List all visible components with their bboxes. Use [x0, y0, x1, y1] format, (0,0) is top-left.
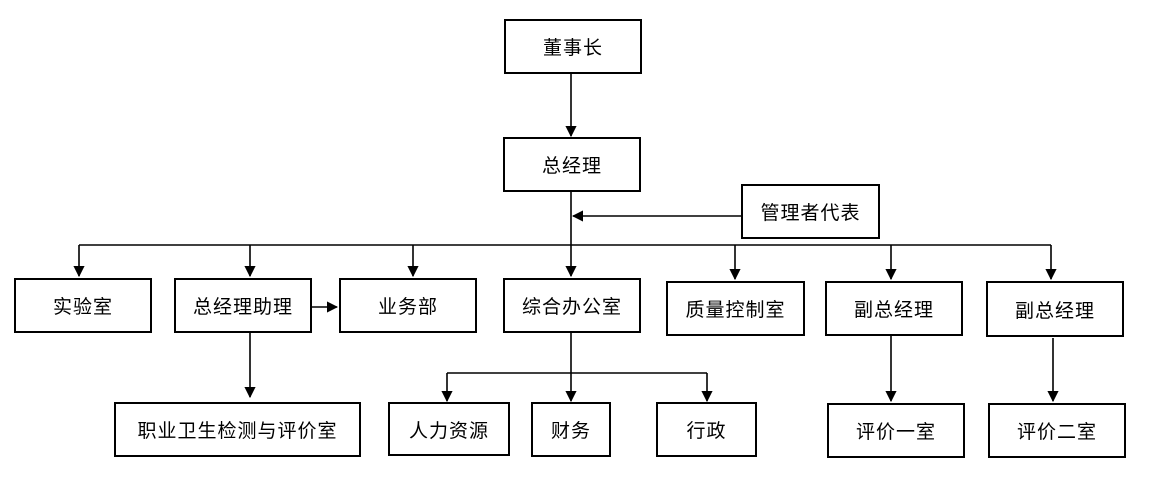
node-evaluation-2: 评价二室 [988, 403, 1126, 458]
node-chairman-label: 董事长 [542, 37, 603, 59]
node-administration-label: 行政 [686, 420, 727, 442]
node-evaluation-1-label: 评价一室 [855, 421, 936, 443]
node-finance-label: 财务 [550, 420, 591, 442]
node-business-dept-label: 业务部 [377, 296, 438, 318]
node-evaluation-2-label: 评价二室 [1016, 421, 1097, 443]
node-general-manager-label: 总经理 [541, 155, 602, 177]
node-evaluation-1: 评价一室 [827, 403, 965, 458]
node-quality-control-label: 质量控制室 [685, 299, 786, 321]
node-management-representative: 管理者代表 [741, 184, 880, 239]
node-gm-assistant: 总经理助理 [174, 278, 312, 333]
node-occupational-health: 职业卫生检测与评价室 [114, 402, 361, 457]
node-human-resources: 人力资源 [388, 402, 510, 456]
node-deputy-gm-1-label: 副总经理 [853, 299, 934, 321]
node-general-office-label: 综合办公室 [521, 296, 622, 318]
node-human-resources-label: 人力资源 [408, 419, 489, 442]
node-laboratory-label: 实验室 [52, 296, 113, 318]
node-deputy-gm-2-label: 副总经理 [1014, 299, 1095, 322]
node-general-manager: 总经理 [503, 137, 641, 192]
node-administration: 行政 [656, 402, 757, 457]
node-business-dept: 业务部 [339, 278, 477, 333]
node-chairman: 董事长 [504, 19, 642, 74]
node-gm-assistant-label: 总经理助理 [192, 296, 293, 318]
node-occupational-health-label: 职业卫生检测与评价室 [137, 420, 338, 442]
node-deputy-gm-1: 副总经理 [825, 281, 963, 336]
node-finance: 财务 [531, 402, 611, 457]
node-quality-control: 质量控制室 [666, 281, 805, 336]
node-general-office: 综合办公室 [503, 278, 641, 333]
node-management-representative-label: 管理者代表 [760, 202, 861, 224]
node-laboratory: 实验室 [14, 278, 152, 333]
node-deputy-gm-2: 副总经理 [986, 281, 1124, 337]
